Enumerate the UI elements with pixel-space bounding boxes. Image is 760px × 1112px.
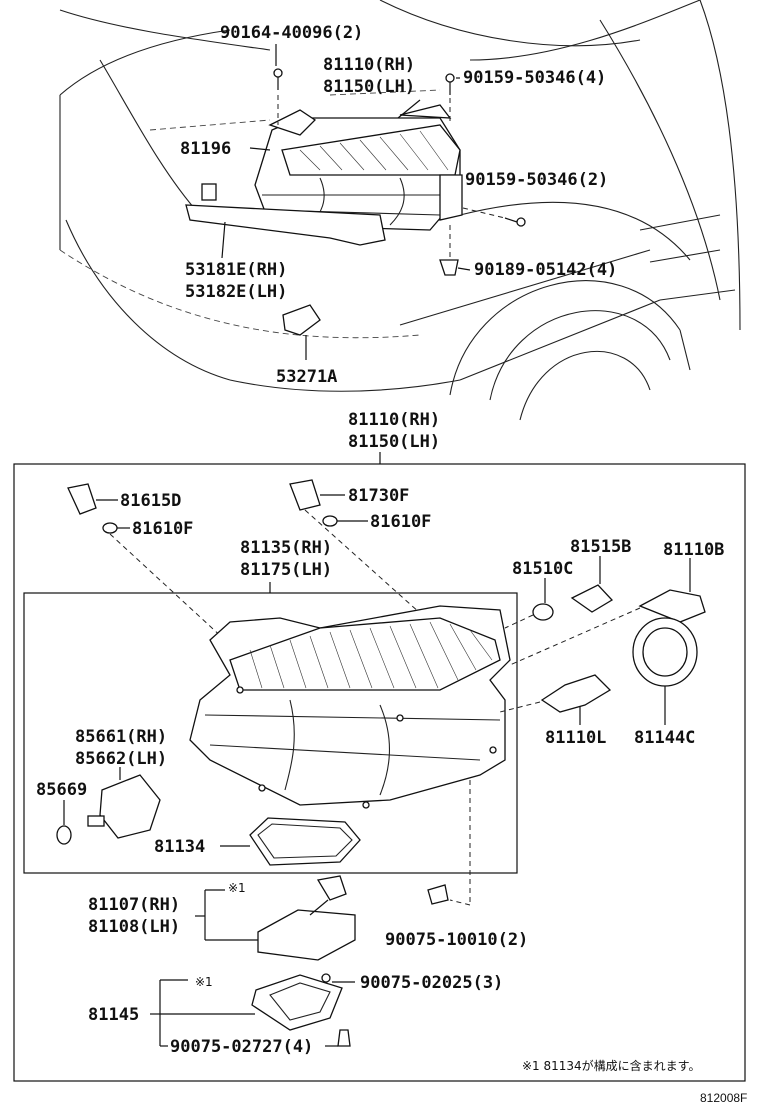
label-screw-top: 90164-40096(2) [220,23,363,43]
ballast-bracket [150,974,343,1047]
label-mould-rh: 53181E(RH) [185,260,287,280]
label-bulb-hi: 81110B [663,540,724,560]
socket-left [67,483,226,641]
label-lock: 53271A [276,367,337,387]
headlamp-installed [185,68,526,336]
label-actuator-rh: 85661(RH) [75,727,167,747]
top-leader-lines [221,44,471,360]
label-bulb-left: 81610F [132,519,193,539]
label-socket-right: 81515B [570,537,631,557]
label-bulb-small: 81510C [512,559,573,579]
socket-center [289,479,431,623]
label-screw-right: 90159-50346(4) [463,68,606,88]
label-note-mark-1: ※1 [228,881,246,895]
cover-81144c [632,617,698,725]
figure-code: 812008F [700,1091,747,1105]
label-gasket: 81134 [154,837,205,857]
label-actuator-lh: 85662(LH) [75,749,167,769]
label-assy-lh-top: 81150(LH) [323,77,415,97]
car-body-outline [59,0,741,421]
bulb-lo-81110l [499,674,612,725]
label-clip: 90189-05142(4) [474,260,617,280]
label-socket-left: 81615D [120,491,181,511]
label-bulb-center: 81610F [370,512,431,532]
screw-ballast [427,884,449,905]
label-unit-lh: 81175(LH) [240,560,332,580]
label-bracket: 81196 [180,139,231,159]
label-computer-rh: 81107(RH) [88,895,180,915]
label-screw-ballast: 90075-10010(2) [385,930,528,950]
label-screw-side: 90159-50346(2) [465,170,608,190]
socket-81515b [570,556,614,613]
bulb-small-81510c [504,578,554,629]
label-computer-lh: 81108(LH) [88,917,180,937]
label-assy-rh-top: 81110(RH) [323,55,415,75]
label-oring: 85669 [36,780,87,800]
label-bracket-ballast: 81145 [88,1005,139,1025]
label-cover: 81144C [634,728,695,748]
label-screw-bottom: 90075-02727(4) [170,1037,313,1057]
label-assy-lh: 81150(LH) [348,432,440,452]
label-mould-lh: 53182E(LH) [185,282,287,302]
gasket [220,817,361,866]
leveling-actuator [56,767,161,845]
screw-bottom [325,1029,351,1047]
label-bulb-lo: 81110L [545,728,606,748]
label-screw-bracket: 90075-02025(3) [360,973,503,993]
label-socket-center: 81730F [348,486,409,506]
label-note-mark-2: ※1 [195,975,213,989]
label-assy-rh: 81110(RH) [348,410,440,430]
assembly-frame [13,463,746,1082]
footnote: ※1 81134が構成に含まれます。 [522,1058,700,1073]
label-unit-rh: 81135(RH) [240,538,332,558]
headlamp-computer [195,875,356,961]
headlamp-unit [189,605,511,906]
